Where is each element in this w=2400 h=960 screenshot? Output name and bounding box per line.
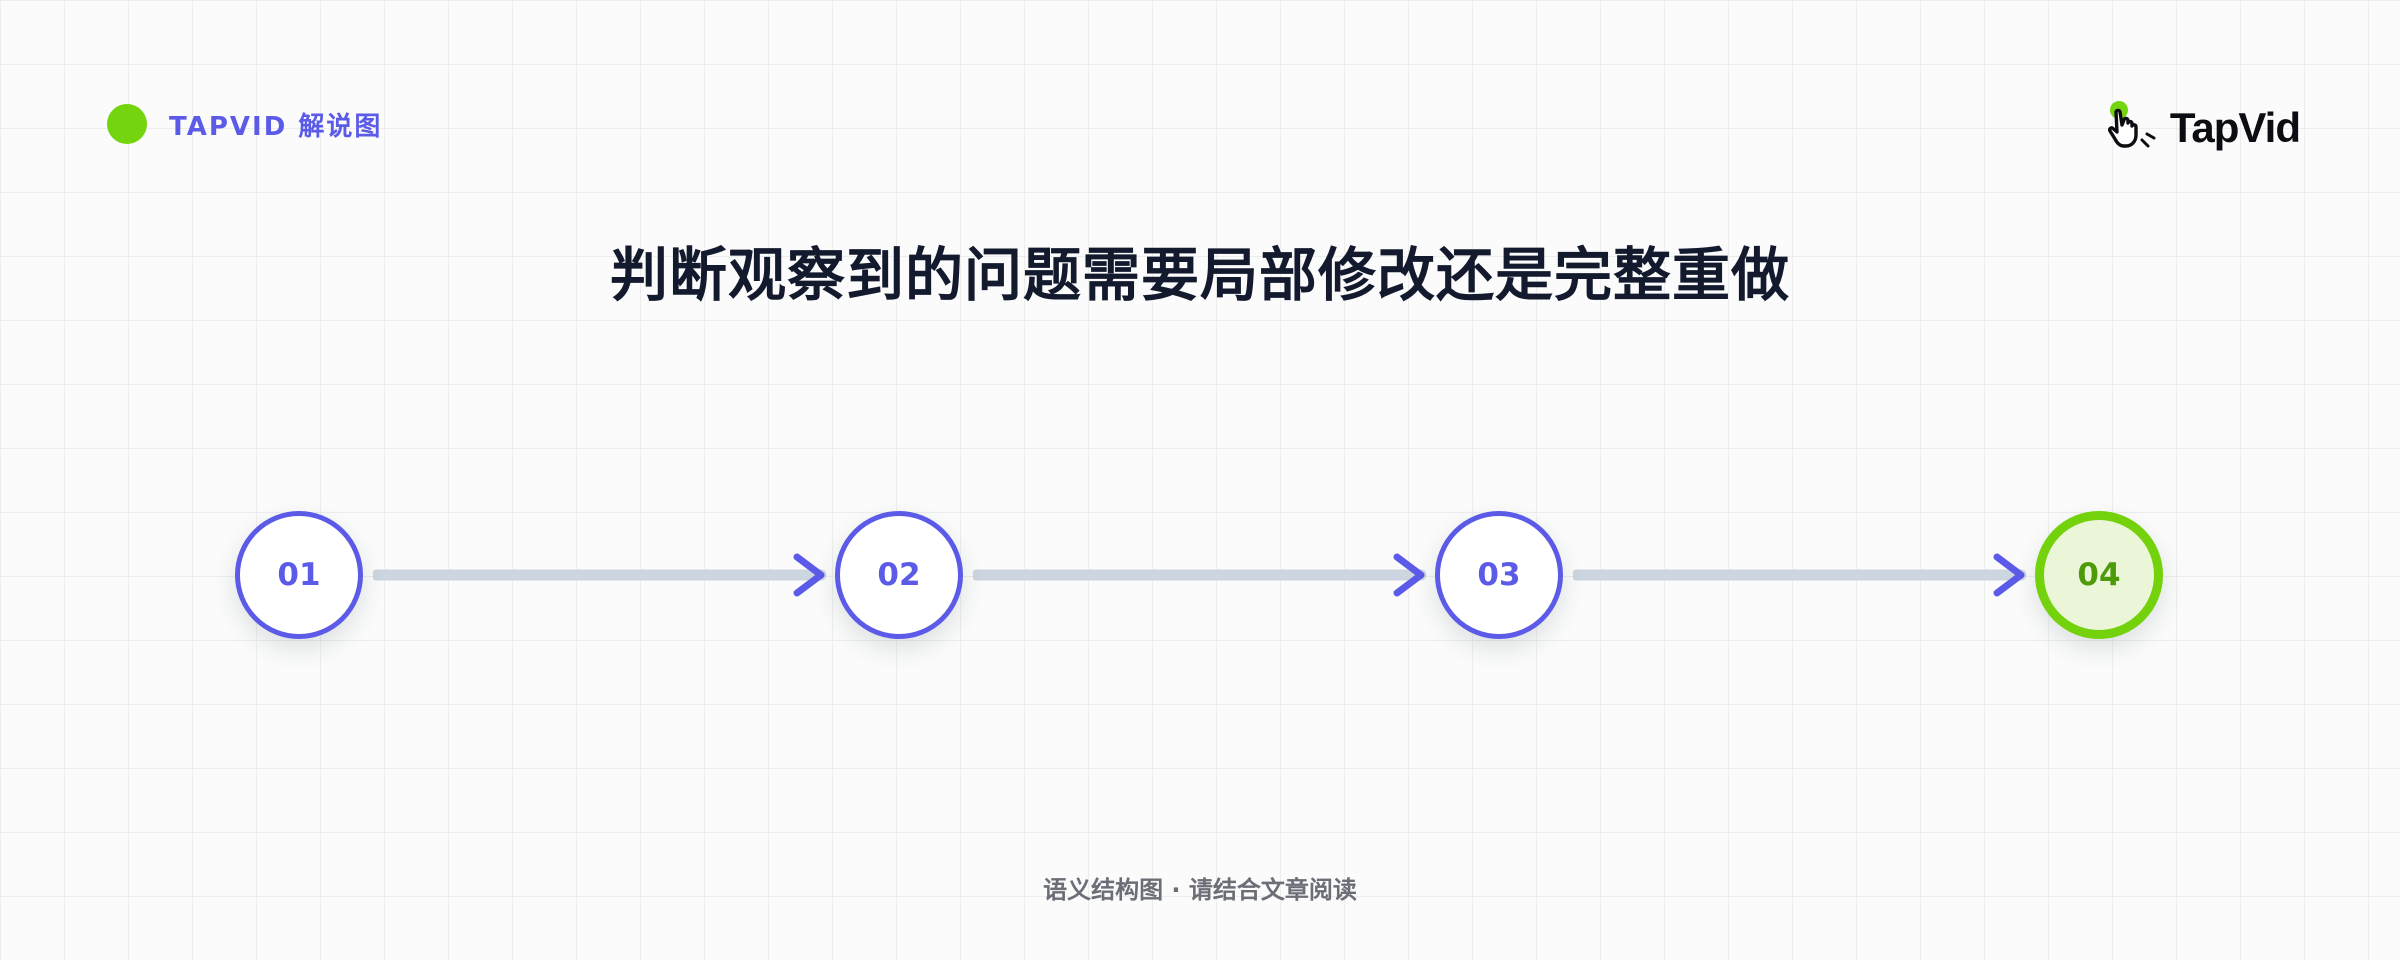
step-node-02: 02 bbox=[835, 511, 963, 639]
step-node-01: 01 bbox=[235, 511, 363, 639]
step-label: 03 bbox=[1477, 557, 1521, 593]
step-label: 04 bbox=[2077, 557, 2121, 593]
step-node-03: 03 bbox=[1435, 511, 1563, 639]
connector-arrow-2 bbox=[973, 553, 1427, 597]
step-node-04: 04 bbox=[2035, 511, 2163, 639]
hand-pointer-icon bbox=[2107, 101, 2156, 148]
brand: TAPVID 解说图 bbox=[107, 104, 382, 144]
arrow-head-icon bbox=[793, 553, 825, 597]
step-label: 02 bbox=[877, 557, 921, 593]
logo-text: TapVid bbox=[2169, 104, 2301, 151]
arrow-head-icon bbox=[1993, 553, 2025, 597]
step-label: 01 bbox=[277, 557, 321, 593]
footer-caption: 语义结构图 · 请结合文章阅读 bbox=[1043, 876, 1357, 904]
page-title: 判断观察到的问题需要局部修改还是完整重做 bbox=[609, 241, 1790, 309]
tapvid-logo: TapVid bbox=[2106, 98, 2301, 158]
connector-arrow-3 bbox=[1573, 553, 2027, 597]
connector-arrow-1 bbox=[373, 553, 827, 597]
brand-dot-icon bbox=[107, 104, 147, 144]
arrow-head-icon bbox=[1393, 553, 1425, 597]
brand-label: TAPVID 解说图 bbox=[169, 111, 383, 142]
